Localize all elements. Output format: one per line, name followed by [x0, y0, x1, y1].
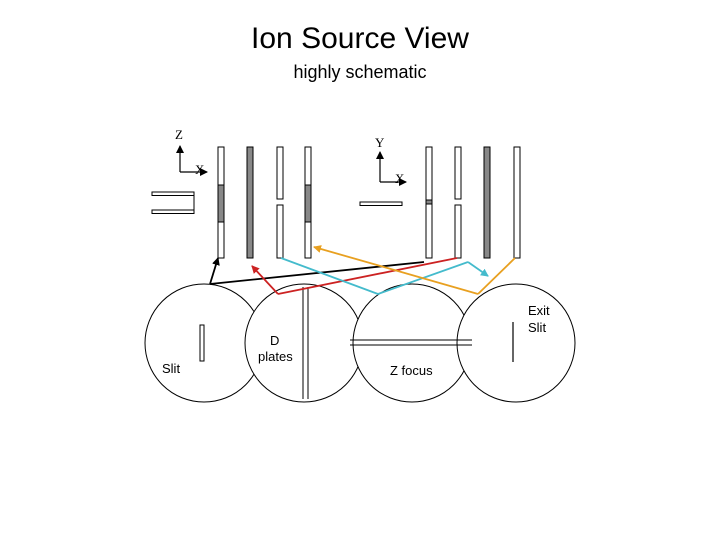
axis-triad-top: Y X [375, 135, 407, 186]
ray-black-arrow [209, 257, 220, 285]
plate-stack-left [217, 146, 312, 259]
plate-stack-right [425, 146, 521, 259]
end-view-circles [144, 283, 576, 403]
slide-subtitle: highly schematic [293, 62, 427, 82]
z-focus-glyph [350, 339, 472, 346]
y-axis-label: Y [375, 135, 385, 150]
ray-orange-arrow [313, 245, 479, 295]
ray-red [277, 257, 458, 295]
top-slit-bar [359, 201, 403, 206]
label-exit: Exit [528, 303, 550, 318]
d-plates-circle [244, 283, 364, 403]
ray-cyan [280, 257, 469, 295]
label-z-focus: Z focus [390, 363, 433, 378]
label-slit: Slit [162, 361, 180, 376]
ray-cyan-arrow [467, 261, 489, 277]
x2-axis-label: X [395, 171, 405, 186]
d-plates-glyph [302, 287, 309, 399]
ray-orange [477, 257, 516, 295]
axis-triad-side: Z X [175, 127, 208, 177]
side-slit-bars [151, 191, 195, 214]
ray-black [209, 261, 425, 285]
label-exit-slit: Slit [528, 320, 546, 335]
slide-title: Ion Source View [251, 22, 469, 55]
slit-glyph [199, 324, 205, 362]
ray-red-arrow [251, 265, 279, 295]
z-focus-circle [352, 283, 472, 403]
z-axis-label: Z [175, 127, 183, 142]
label-plates: plates [258, 349, 293, 364]
exit-slit-circle [456, 283, 576, 403]
x-axis-label: X [195, 162, 205, 177]
label-d: D [270, 333, 279, 348]
